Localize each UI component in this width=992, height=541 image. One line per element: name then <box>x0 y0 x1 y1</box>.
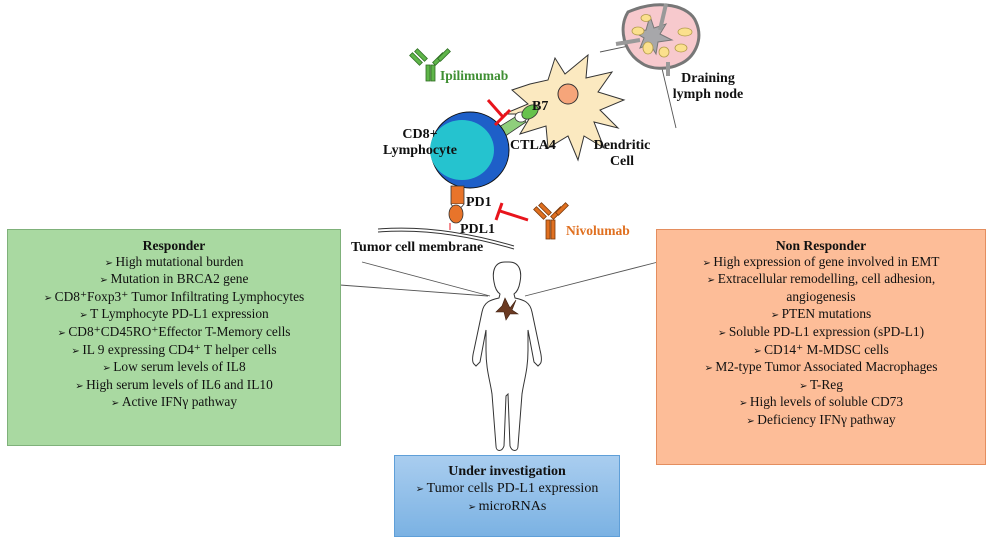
dendritic-label-line2: Cell <box>609 154 635 169</box>
responder-item: Low serum levels of IL8 <box>8 359 340 377</box>
non-responder-item: M2-type Tumor Associated Macrophages <box>657 359 985 377</box>
dendritic-label-line1: Dendritic <box>593 138 651 153</box>
pdl1-label: PDL1 <box>460 222 495 237</box>
non-responder-box: Non Responder High expression of gene in… <box>656 229 986 465</box>
inhibition-arrow-pd1 <box>494 202 529 222</box>
non-responder-item: T-Reg <box>657 377 985 395</box>
cd8-label-line1: CD8+ <box>402 127 438 142</box>
under-investigation-item: Tumor cells PD-L1 expression <box>395 480 619 498</box>
tumor-cell-membrane-label: Tumor cell membrane <box>351 240 484 255</box>
non-responder-item: Deficiency IFNγ pathway <box>657 412 985 430</box>
non-responder-item: Extracellular remodelling, cell adhesion… <box>657 271 985 289</box>
responder-item: CD8⁺CD45RO⁺Effector T-Memory cells <box>8 324 340 342</box>
lymph-node-label-line2: lymph node <box>672 87 744 102</box>
ipilimumab-antibody-icon <box>409 48 451 82</box>
under-investigation-box: Under investigation Tumor cells PD-L1 ex… <box>394 455 620 537</box>
tumor-cell-membrane-icon <box>377 227 515 250</box>
nivolumab-antibody-icon <box>533 202 569 240</box>
responder-item: Active IFNγ pathway <box>8 394 340 412</box>
non-responder-item: High levels of soluble CD73 <box>657 394 985 412</box>
cd8-label-line2: Lymphocyte <box>383 143 457 158</box>
responder-box: Responder High mutational burden Mutatio… <box>7 229 341 446</box>
non-responder-item: High expression of gene involved in EMT <box>657 254 985 272</box>
non-responder-item: Soluble PD-L1 expression (sPD-L1) <box>657 324 985 342</box>
under-investigation-title: Under investigation <box>448 464 566 479</box>
pd1-label: PD1 <box>466 195 492 210</box>
responder-item: T Lymphocyte PD-L1 expression <box>8 306 340 324</box>
responder-item: High serum levels of IL6 and IL10 <box>8 377 340 395</box>
responder-item: Mutation in BRCA2 gene <box>8 271 340 289</box>
pd1-pdl1-complex <box>448 185 465 230</box>
inhibition-arrow-ctla4 <box>486 99 512 127</box>
responder-item: High mutational burden <box>8 254 340 272</box>
cd8-lymphocyte-label: CD8+ Lymphocyte <box>382 127 458 159</box>
ctla4-label: CTLA4 <box>510 138 556 153</box>
ipilimumab-label: Ipilimumab <box>440 68 509 83</box>
human-body-icon <box>472 261 542 451</box>
cd8-lymphocyte-icon <box>430 111 510 189</box>
lymph-node-label-line1: Draining <box>681 71 735 86</box>
non-responder-item: CD14⁺ M-MDSC cells <box>657 342 985 360</box>
non-responder-title: Non Responder <box>775 238 867 253</box>
responder-title: Responder <box>142 238 206 253</box>
draining-lymph-node-label: Draining lymph node <box>668 71 748 103</box>
lymph-node-icon <box>615 3 701 76</box>
under-investigation-item: microRNAs <box>395 498 619 516</box>
responder-item: IL 9 expressing CD4⁺ T helper cells <box>8 342 340 360</box>
non-responder-item-continuation: angiogenesis <box>786 288 856 304</box>
b7-label: B7 <box>532 99 549 114</box>
dendritic-cell-label: Dendritic Cell <box>590 138 654 170</box>
non-responder-item: PTEN mutations <box>657 306 985 324</box>
responder-item: CD8⁺Foxp3⁺ Tumor Infiltrating Lymphocyte… <box>8 289 340 307</box>
nivolumab-label: Nivolumab <box>566 223 630 238</box>
